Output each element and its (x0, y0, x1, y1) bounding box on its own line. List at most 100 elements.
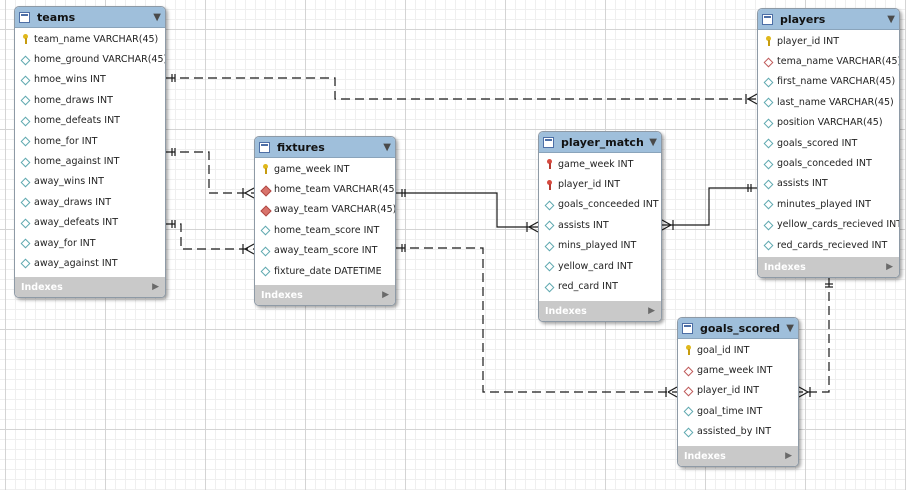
column-row[interactable]: player_id INT (539, 174, 661, 194)
column-row[interactable]: away_against INT (15, 253, 165, 273)
collapse-icon[interactable]: ▼ (786, 322, 794, 334)
diamond-icon (20, 218, 30, 228)
expand-arrow-icon[interactable]: ▶ (152, 282, 159, 292)
many-marker (798, 386, 809, 393)
column-row[interactable]: home_team_score INT (255, 220, 395, 240)
many-marker (661, 219, 672, 226)
table-header[interactable]: players ▼ (758, 9, 899, 30)
column-row[interactable]: assists INT (539, 215, 661, 235)
relationship-line (799, 278, 830, 393)
column-row[interactable]: tema_name VARCHAR(45) (758, 51, 899, 71)
column-label: yellow_card INT (558, 260, 633, 272)
column-row[interactable]: red_cards_recieved INT (758, 235, 899, 255)
expand-arrow-icon[interactable]: ▶ (785, 451, 792, 461)
diamond-icon (260, 246, 270, 256)
column-row[interactable]: goals_scored INT (758, 133, 899, 153)
diamond-icon (544, 220, 554, 230)
table-goals-scored[interactable]: goals_scored ▼ goal_id INT game_week INT p… (677, 317, 799, 467)
expand-arrow-icon[interactable]: ▶ (382, 290, 389, 300)
column-row[interactable]: home_defeats INT (15, 111, 165, 131)
column-row[interactable]: yellow_cards_recieved INT (758, 215, 899, 235)
indexes-bar[interactable]: Indexes ▶ (539, 301, 661, 321)
indexes-bar[interactable]: Indexes ▶ (758, 257, 899, 277)
column-label: tema_name VARCHAR(45) (777, 56, 900, 68)
table-header[interactable]: player_match ▼ (539, 132, 661, 153)
table-header[interactable]: fixtures ▼ (255, 137, 395, 158)
diamond-icon (20, 157, 30, 167)
column-label: game_week INT (697, 365, 773, 377)
expand-arrow-icon[interactable]: ▶ (648, 306, 655, 316)
diamond-icon (20, 55, 30, 65)
diamond-icon (763, 240, 773, 250)
column-row[interactable]: home_team VARCHAR(45) (255, 179, 395, 199)
column-row[interactable]: position VARCHAR(45) (758, 113, 899, 133)
collapse-icon[interactable]: ▼ (153, 11, 161, 23)
column-label: away_draws INT (34, 196, 111, 208)
column-row[interactable]: away_for INT (15, 233, 165, 253)
column-row[interactable]: player_id INT (758, 31, 899, 51)
many-marker (244, 248, 255, 255)
many-marker (528, 221, 539, 228)
column-row[interactable]: home_ground VARCHAR(45) (15, 49, 165, 69)
indexes-bar[interactable]: Indexes ▶ (15, 277, 165, 297)
column-row[interactable]: goal_time INT (678, 401, 798, 421)
expand-arrow-icon[interactable]: ▶ (886, 262, 893, 272)
column-row[interactable]: last_name VARCHAR(45) (758, 92, 899, 112)
table-title: goals_scored (700, 321, 781, 335)
table-teams[interactable]: teams ▼ team_name VARCHAR(45)home_ground… (14, 6, 166, 298)
table-player-match[interactable]: player_match ▼ game_week INT player_id IN… (538, 131, 662, 322)
column-row[interactable]: away_wins INT (15, 172, 165, 192)
column-label: goal_time INT (697, 405, 763, 417)
column-row[interactable]: team_name VARCHAR(45) (15, 29, 165, 49)
table-players[interactable]: players ▼ player_id INT tema_name VARCHAR… (757, 8, 900, 278)
column-label: assists INT (558, 219, 609, 231)
column-row[interactable]: first_name VARCHAR(45) (758, 72, 899, 92)
relationship-line (166, 77, 757, 100)
table-title: fixtures (277, 140, 325, 154)
column-row[interactable]: hmoe_wins INT (15, 70, 165, 90)
column-label: away_team_score INT (274, 245, 378, 257)
column-row[interactable]: away_draws INT (15, 192, 165, 212)
column-row[interactable]: assists INT (758, 174, 899, 194)
collapse-icon[interactable]: ▼ (887, 13, 895, 25)
table-header[interactable]: teams ▼ (15, 7, 165, 28)
column-row[interactable]: goal_id INT (678, 340, 798, 360)
column-row[interactable]: game_week INT (539, 154, 661, 174)
diamond-icon (260, 266, 270, 276)
diamond-icon (763, 138, 773, 148)
column-label: player_id INT (777, 35, 840, 47)
column-row[interactable]: away_team_score INT (255, 241, 395, 261)
diamond-icon (20, 136, 30, 146)
column-row[interactable]: assisted_by INT (678, 422, 798, 442)
column-row[interactable]: yellow_card INT (539, 256, 661, 276)
column-label: game_week INT (558, 158, 634, 170)
column-row[interactable]: away_team VARCHAR(45) (255, 200, 395, 220)
indexes-bar[interactable]: Indexes ▶ (678, 446, 798, 466)
diamond-icon (763, 57, 773, 67)
indexes-bar[interactable]: Indexes ▶ (255, 285, 395, 305)
column-row[interactable]: fixture_date DATETIME (255, 261, 395, 281)
collapse-icon[interactable]: ▼ (383, 141, 391, 153)
table-header[interactable]: goals_scored ▼ (678, 318, 798, 339)
column-row[interactable]: game_week INT (255, 159, 395, 179)
column-row[interactable]: game_week INT (678, 360, 798, 380)
diamond-icon (260, 205, 270, 215)
column-row[interactable]: goals_conceeded INT (539, 195, 661, 215)
diamond-icon (763, 179, 773, 189)
diamond-icon (763, 199, 773, 209)
column-row[interactable]: away_defeats INT (15, 213, 165, 233)
column-row[interactable]: minutes_played INT (758, 194, 899, 214)
column-row[interactable]: player_id INT (678, 381, 798, 401)
diamond-icon (260, 185, 270, 195)
column-row[interactable]: red_card INT (539, 276, 661, 296)
many-marker (667, 386, 678, 393)
column-row[interactable]: home_draws INT (15, 90, 165, 110)
collapse-icon[interactable]: ▼ (649, 136, 657, 148)
table-icon (19, 11, 30, 23)
column-row[interactable]: mins_played INT (539, 236, 661, 256)
diamond-icon (683, 406, 693, 416)
column-row[interactable]: home_against INT (15, 151, 165, 171)
column-row[interactable]: home_for INT (15, 131, 165, 151)
column-row[interactable]: goals_conceded INT (758, 153, 899, 173)
